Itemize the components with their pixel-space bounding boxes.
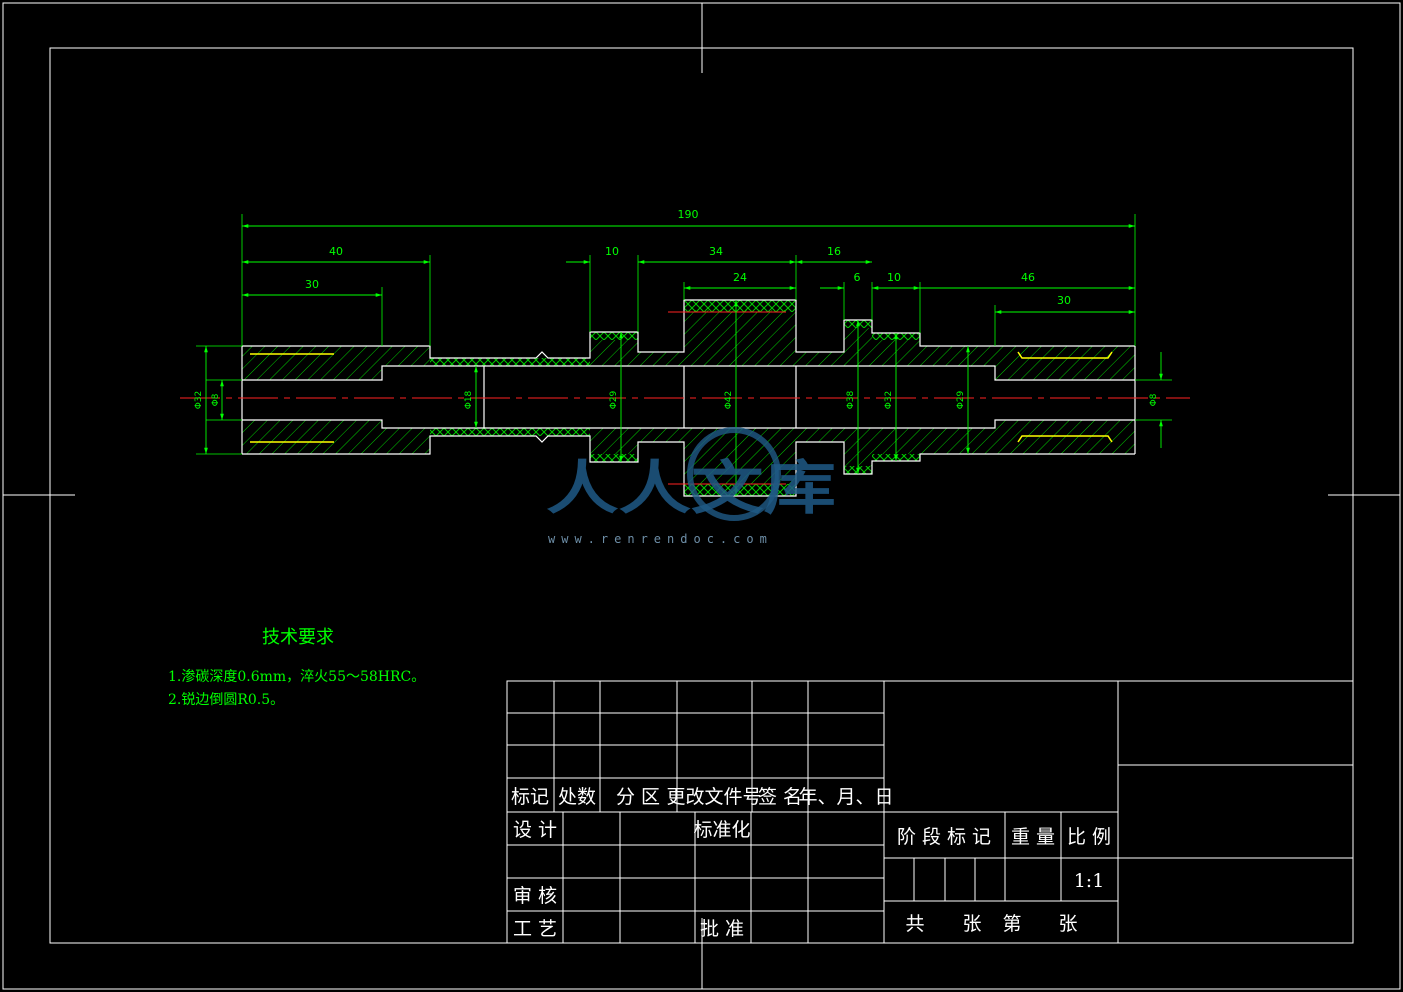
header-sign: 签 名 (758, 786, 802, 808)
dim-dia-step1: Φ29 (609, 390, 619, 409)
center-line (180, 311, 1190, 485)
label-stage-mark: 阶 段 标 记 (897, 826, 991, 848)
watermark-url: www.renrendoc.com (548, 532, 773, 546)
label-sheet-no: 第 (1002, 913, 1021, 935)
scale-value: 1:1 (1074, 870, 1105, 892)
label-sheet-no-unit: 张 (1058, 913, 1077, 935)
extension-lines (196, 214, 1172, 455)
dim-left-30: 30 (305, 278, 319, 291)
dimension-labels: 190 40 30 10 34 24 16 6 10 46 30 Φ32 Φ8 … (194, 208, 1159, 409)
tech-requirement-item: 2.锐边倒圆R0.5。 (168, 692, 284, 708)
shaft-outline (241, 299, 1136, 497)
tech-requirement-item: 1.渗碳深度0.6mm，淬火55～58HRC。 (168, 669, 425, 685)
dim-right-30: 30 (1057, 294, 1071, 307)
label-standardize: 标准化 (693, 819, 750, 841)
dim-right-46: 46 (1021, 271, 1035, 284)
watermark-logo-icon (687, 427, 781, 521)
tech-requirements: 技术要求 1.渗碳深度0.6mm，淬火55～58HRC。 2.锐边倒圆R0.5。 (168, 627, 425, 708)
header-mark: 标记 (511, 786, 549, 808)
dim-dia-right-inner: Φ8 (1149, 393, 1159, 406)
dim-16: 16 (827, 245, 841, 258)
watermark-text: 人人文库 (546, 454, 836, 522)
header-date: 年、月、日 (798, 786, 893, 808)
dim-10b: 10 (887, 271, 901, 284)
tech-requirements-title: 技术要求 (262, 627, 334, 648)
dim-34: 34 (709, 245, 723, 258)
dimension-lines (204, 224, 1163, 496)
keyway-highlight (250, 351, 1113, 443)
dim-dia-step3: Φ32 (884, 391, 894, 410)
dim-dia-neck: Φ18 (464, 390, 474, 409)
dim-left-40: 40 (329, 245, 343, 258)
dim-dia-left-outer: Φ32 (194, 391, 204, 410)
label-sheet-total: 共 (905, 913, 924, 935)
label-approve: 批 准 (700, 918, 744, 940)
header-change-doc: 更改文件号 (666, 786, 761, 808)
label-process: 工 艺 (513, 918, 557, 940)
label-review: 审 核 (513, 885, 557, 907)
header-count: 处数 (558, 786, 596, 808)
dim-dia-step2: Φ38 (846, 390, 856, 409)
dim-dia-center: Φ42 (724, 391, 734, 410)
header-zone: 分 区 (616, 786, 660, 808)
dim-dia-left-inner: Φ8 (211, 393, 221, 406)
shaft-section (242, 300, 1135, 496)
watermark: 人人文库 www.renrendoc.com (546, 427, 836, 546)
label-scale: 比 例 (1067, 826, 1111, 848)
dim-overall-length: 190 (678, 208, 699, 221)
label-design: 设 计 (513, 819, 557, 841)
dim-10a: 10 (605, 245, 619, 258)
dim-dia-step4: Φ29 (956, 390, 966, 409)
title-block-labels: 标记 处数 分 区 更改文件号 签 名 年、月、日 设 计 标准化 审 核 工 … (511, 786, 1111, 940)
title-block (506, 680, 1354, 944)
label-weight: 重 量 (1011, 826, 1055, 848)
label-sheet-total-unit: 张 (962, 913, 981, 935)
dim-24: 24 (733, 271, 747, 284)
dim-6: 6 (854, 271, 861, 284)
